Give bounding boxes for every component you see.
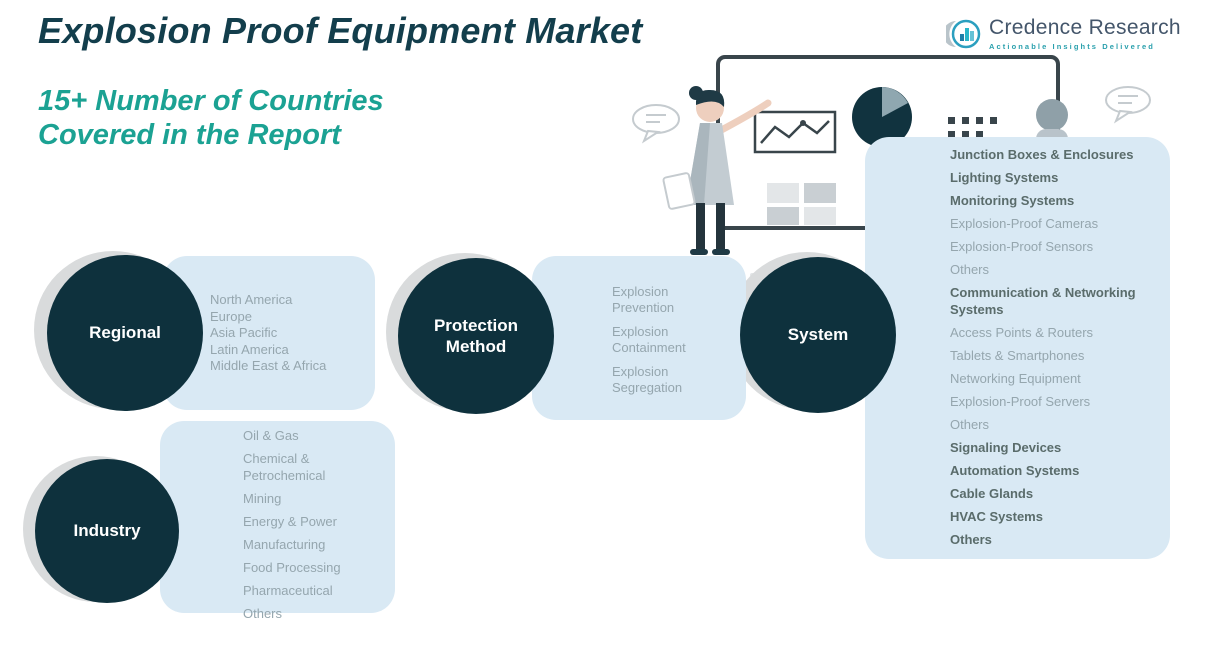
- subtitle-line-1: 15+ Number of Countries: [38, 85, 384, 117]
- list-item: Food Processing: [243, 560, 341, 575]
- list-item: Others: [243, 606, 283, 621]
- protection-method-list: Explosion Prevention Explosion Containme…: [612, 284, 736, 396]
- list-item: Oil & Gas: [243, 428, 299, 443]
- list-item: Explosion-Proof Sensors: [950, 239, 1094, 254]
- segment-circle-system: System: [740, 257, 896, 413]
- list-item: Others: [950, 531, 992, 547]
- list-item: Mining: [243, 491, 282, 506]
- list-item: Pharmaceutical: [243, 583, 333, 598]
- segment-circle-regional: Regional: [47, 255, 203, 411]
- list-item: Signaling Devices: [950, 439, 1062, 455]
- list-item: Explosion-Proof Cameras: [950, 216, 1099, 231]
- credence-logo-icon: [946, 19, 981, 49]
- protection-method-panel: Explosion Prevention Explosion Containme…: [532, 256, 746, 420]
- presenter-person-illustration: [662, 86, 772, 255]
- list-item: Energy & Power: [243, 514, 337, 529]
- list-item: Access Points & Routers: [950, 324, 1094, 340]
- subtitle-line-2: Covered in the Report: [38, 119, 341, 152]
- list-item: HVAC Systems: [950, 508, 1043, 524]
- list-item: Manufacturing: [243, 537, 326, 552]
- presentation-illustration: [632, 55, 1151, 277]
- list-item: Junction Boxes & Enclosures: [950, 147, 1134, 162]
- brand-name: Credence Research: [989, 16, 1181, 39]
- list-item: Others: [950, 262, 990, 277]
- list-item: Others: [950, 416, 990, 432]
- industry-list: Oil & Gas Chemical & Petrochemical Minin…: [243, 427, 385, 622]
- credence-research-logo: Credence Research Actionable Insights De…: [946, 16, 1181, 52]
- speech-bubble-left-icon: [632, 104, 680, 144]
- segment-label: Regional: [89, 323, 161, 343]
- segment-label: Protection Method: [433, 315, 519, 356]
- system-list: Junction Boxes & Enclosures Lighting Sys…: [950, 147, 1158, 548]
- list-item: Tablets & Smartphones: [950, 347, 1085, 363]
- page-title: Explosion Proof Equipment Market: [38, 10, 643, 51]
- list-item: Chemical & Petrochemical: [243, 451, 326, 483]
- list-item: Europe: [210, 308, 252, 324]
- list-item: Lighting Systems: [950, 170, 1059, 185]
- page-subtitle: 15+ Number of Countries Covered in the R…: [38, 84, 384, 152]
- list-item: Middle East & Africa: [210, 358, 327, 373]
- list-item: Monitoring Systems: [950, 193, 1075, 208]
- list-item: Explosion-Proof Servers: [950, 393, 1091, 409]
- list-item: Asia Pacific: [210, 325, 278, 340]
- segment-circle-protection-method: Protection Method: [398, 258, 554, 414]
- industry-panel: Oil & Gas Chemical & Petrochemical Minin…: [160, 421, 395, 621]
- brand-tagline: Actionable Insights Delivered: [989, 42, 1155, 51]
- list-item: Networking Equipment: [950, 370, 1081, 386]
- segment-label: Industry: [73, 521, 141, 541]
- list-item: Latin America: [210, 341, 289, 357]
- list-item: Explosion Segregation: [612, 364, 683, 395]
- list-item: Communication & Networking Systems: [950, 285, 1136, 317]
- segment-circle-industry: Industry: [35, 459, 179, 603]
- speech-bubble-right-icon: [1105, 86, 1151, 124]
- list-item: North America: [210, 292, 293, 307]
- list-item: Cable Glands: [950, 485, 1034, 501]
- list-item: Explosion Prevention: [612, 284, 675, 315]
- system-panel: Junction Boxes & Enclosures Lighting Sys…: [865, 137, 1170, 559]
- regional-list: North America Europe Asia Pacific Latin …: [210, 292, 365, 375]
- list-item: Explosion Containment: [612, 324, 686, 355]
- segment-label: System: [787, 325, 849, 345]
- list-item: Automation Systems: [950, 462, 1080, 478]
